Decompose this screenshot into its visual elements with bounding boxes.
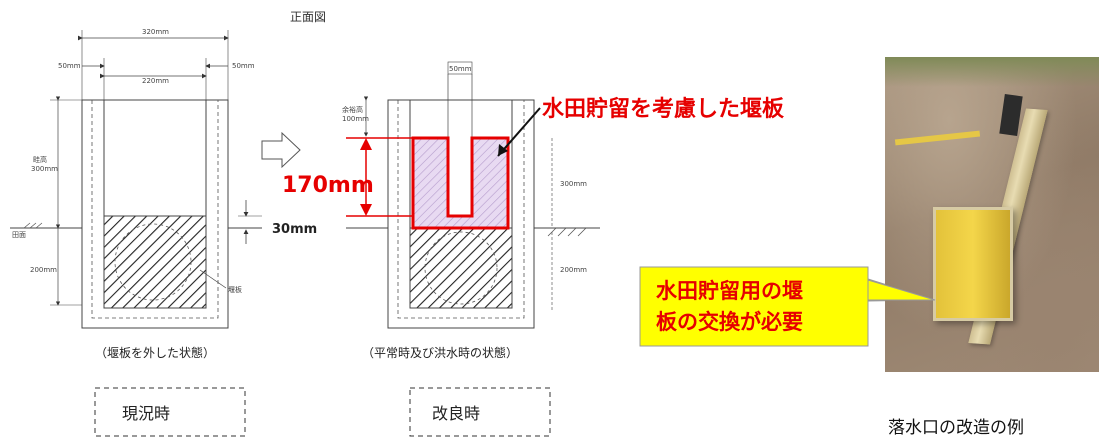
- right-caption: （平常時及び洪水時の状態）: [362, 345, 518, 360]
- right-wall-width-label: 50mm: [232, 62, 255, 70]
- photo-caption: 落水口の改造の例: [888, 418, 1024, 438]
- weir-label: 堰板: [228, 285, 242, 294]
- left-caption: （堰板を外した状態）: [95, 345, 215, 360]
- callout-line-1: 水田貯留用の堰: [656, 279, 803, 303]
- inner-width-label: 220mm: [142, 77, 169, 85]
- current-state-label: 現況時: [122, 404, 170, 423]
- photo-yellow-stripe: [894, 130, 981, 146]
- ridge-height-value: 300mm: [31, 165, 58, 173]
- callout-line-2: 板の交換が必要: [656, 310, 803, 334]
- photo-weir-board: [933, 207, 1013, 321]
- right-bottom-height-label: 200mm: [560, 266, 587, 274]
- photo-grass: [885, 57, 1099, 87]
- gap-30mm-label: 30mm: [272, 222, 317, 237]
- left-diagram: 320mm 50mm 50mm 220mm 畦高 300mm 200mm 田面: [10, 28, 262, 437]
- height-170mm-label: 170mm: [282, 173, 374, 198]
- weir-callout-title: 水田貯留を考慮した堰板: [542, 96, 785, 122]
- outlet-photo: [885, 57, 1099, 372]
- photo-callout: 水田貯留用の堰 板の交換が必要: [639, 266, 936, 347]
- width-total-label: 320mm: [142, 28, 169, 36]
- ground-label: 田面: [12, 231, 26, 239]
- margin-value: 100mm: [342, 115, 369, 123]
- margin-label: 余裕高: [342, 105, 363, 114]
- left-wall-width-label: 50mm: [58, 62, 81, 70]
- right-mid-height-label: 300mm: [560, 180, 587, 188]
- slot-width-label: 50mm: [449, 65, 472, 73]
- gap-dimension: 30mm: [238, 200, 317, 244]
- front-view-title: 正面図: [290, 10, 326, 24]
- improved-state-label: 改良時: [432, 404, 480, 423]
- transition-arrow-icon: [261, 131, 301, 169]
- improved-weir-board: [411, 136, 510, 230]
- photo-sign: [999, 93, 1023, 137]
- ridge-height-label: 畦高: [33, 155, 47, 164]
- bottom-height-label: 200mm: [30, 266, 57, 274]
- right-diagram: 50mm 余裕高 100mm 170mm 300mm 200mm: [282, 61, 785, 437]
